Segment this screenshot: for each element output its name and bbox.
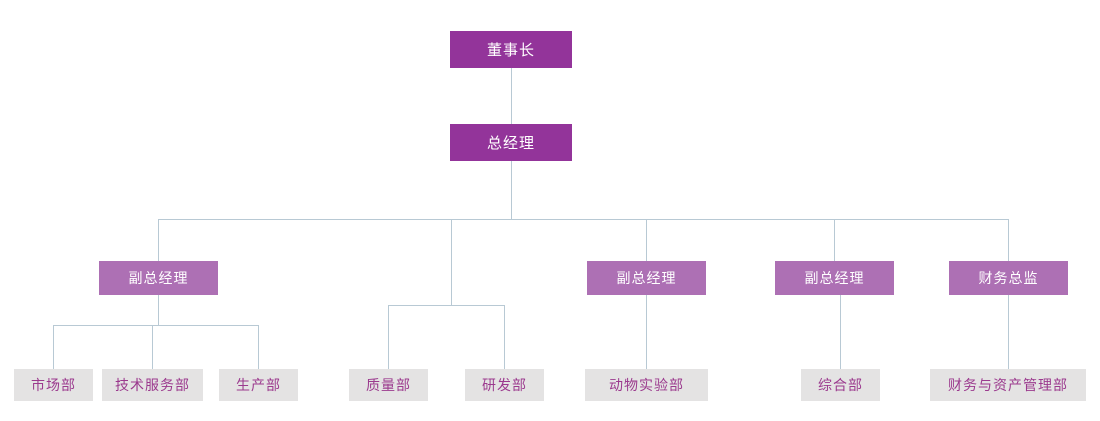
connector-quality-rnd-bus [388, 305, 505, 306]
node-chairman-label: 董事长 [486, 42, 535, 59]
connector-to-marketing-dept [53, 325, 54, 369]
node-general-manager-label: 总经理 [486, 135, 535, 152]
node-deputy-gm-3-label: 副总经理 [804, 270, 865, 286]
node-tech-service-dept-label: 技术服务部 [115, 377, 190, 393]
connector-chairman-to-gm [511, 68, 512, 124]
node-animal-lab-dept[interactable]: 动物实验部 [585, 369, 708, 401]
connector-deputy-gm-1-bus [53, 325, 259, 326]
node-finance-asset-dept-label: 财务与资产管理部 [948, 377, 1068, 393]
node-deputy-gm-1-label: 副总经理 [128, 270, 189, 286]
node-quality-dept[interactable]: 质量部 [349, 369, 428, 401]
node-general-affairs-dept-label: 综合部 [818, 377, 863, 393]
node-tech-service-dept[interactable]: 技术服务部 [102, 369, 203, 401]
node-finance-asset-dept[interactable]: 财务与资产管理部 [930, 369, 1086, 401]
connector-bus-to-deputy-gm-1 [158, 219, 159, 261]
node-quality-dept-label: 质量部 [366, 377, 411, 393]
connector-bus-to-quality-rnd-branch [451, 219, 452, 305]
connector-to-rnd-dept [504, 305, 505, 369]
node-marketing-dept-label: 市场部 [31, 377, 76, 393]
connector-to-production-dept [258, 325, 259, 369]
node-production-dept[interactable]: 生产部 [219, 369, 298, 401]
connector-bus-to-deputy-gm-3 [834, 219, 835, 261]
node-finance-director[interactable]: 财务总监 [949, 261, 1068, 295]
node-general-manager[interactable]: 总经理 [450, 124, 572, 161]
node-rnd-dept-label: 研发部 [482, 377, 527, 393]
node-deputy-gm-1[interactable]: 副总经理 [99, 261, 218, 295]
node-production-dept-label: 生产部 [236, 377, 281, 393]
connector-to-animal-lab-dept [646, 295, 647, 369]
node-chairman[interactable]: 董事长 [450, 31, 572, 68]
connector-deputy-gm-1-down [158, 295, 159, 325]
connector-bus-to-finance-director [1008, 219, 1009, 261]
node-animal-lab-dept-label: 动物实验部 [609, 377, 684, 393]
node-deputy-gm-2-label: 副总经理 [616, 270, 677, 286]
node-deputy-gm-3[interactable]: 副总经理 [775, 261, 894, 295]
connector-to-general-affairs-dept [840, 295, 841, 369]
node-marketing-dept[interactable]: 市场部 [14, 369, 93, 401]
connector-bus-to-deputy-gm-2 [646, 219, 647, 261]
connector-to-tech-service-dept [152, 325, 153, 369]
connector-to-quality-dept [388, 305, 389, 369]
node-finance-director-label: 财务总监 [978, 270, 1039, 286]
connector-gm-to-bus [511, 161, 512, 219]
node-deputy-gm-2[interactable]: 副总经理 [587, 261, 706, 295]
connector-main-bus [158, 219, 1009, 220]
node-general-affairs-dept[interactable]: 综合部 [801, 369, 880, 401]
node-rnd-dept[interactable]: 研发部 [465, 369, 544, 401]
connector-to-finance-asset-dept [1008, 295, 1009, 369]
